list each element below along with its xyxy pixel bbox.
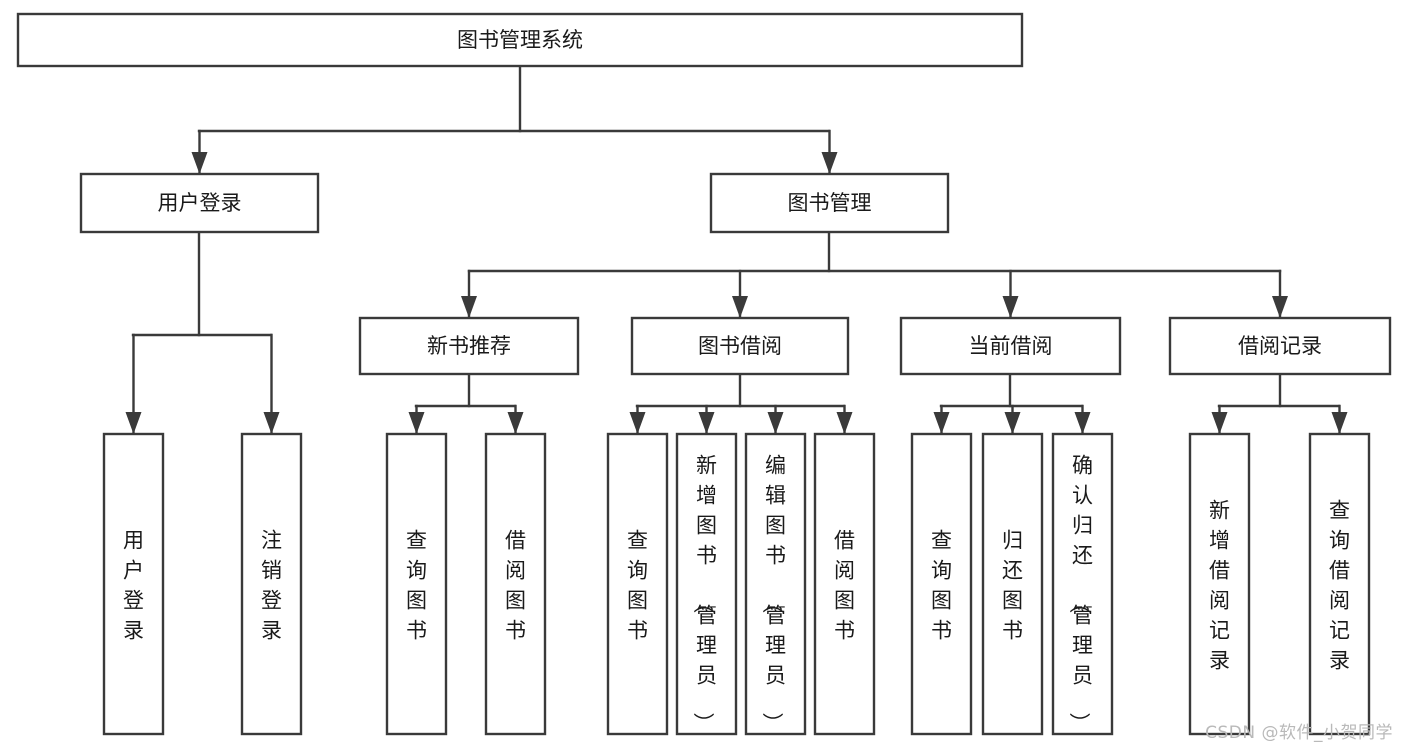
edge-current-borrow-to-leaf-confirm	[1074, 404, 1091, 435]
connector-bus-book-mgmt	[467, 230, 1282, 273]
edge-new-book-rec-to-leaf-query-1	[408, 404, 425, 435]
edge-borrow-record-to-leaf-add-rec	[1211, 404, 1228, 435]
node-user-login[interactable]: 用户登录	[79, 172, 320, 234]
node-label: 新书推荐	[427, 334, 511, 358]
connector-bus-user-login	[131, 230, 273, 337]
node-leaf-add-book[interactable]: 新增图书（管理员）	[675, 432, 738, 736]
edge-book-mgmt-to-current-borrow	[1002, 269, 1019, 319]
node-label: 编辑图书（管理员）	[760, 453, 786, 733]
node-label: 图书借阅	[698, 334, 782, 358]
edge-book-borrow-to-leaf-query-2	[629, 404, 646, 435]
edge-borrow-record-to-leaf-query-rec	[1331, 404, 1348, 435]
node-leaf-add-rec[interactable]: 新增借阅记录	[1188, 432, 1251, 736]
edge-book-borrow-to-leaf-add-book	[698, 404, 715, 435]
edge-user-login-to-leaf-logout	[263, 333, 280, 435]
node-label: 图书管理	[788, 191, 872, 215]
connector-bus-book-borrow	[635, 372, 846, 408]
node-leaf-borrow-1[interactable]: 借阅图书	[484, 432, 547, 736]
node-new-book-rec[interactable]: 新书推荐	[358, 316, 580, 376]
edge-book-mgmt-to-borrow-record	[1272, 269, 1288, 319]
edge-root-to-book-mgmt	[821, 129, 838, 175]
node-label: 新增借阅记录	[1209, 498, 1230, 672]
node-root[interactable]: 图书管理系统	[16, 12, 1024, 68]
edge-book-borrow-to-leaf-edit-book	[767, 404, 784, 435]
edge-user-login-to-leaf-login	[125, 333, 142, 435]
nodes-layer: 图书管理系统用户登录图书管理新书推荐图书借阅当前借阅借阅记录用户登录注销登录查询…	[16, 12, 1392, 736]
node-label: 确认归还（管理员）	[1067, 453, 1093, 733]
node-leaf-query-rec[interactable]: 查询借阅记录	[1308, 432, 1371, 736]
node-current-borrow[interactable]: 当前借阅	[899, 316, 1122, 376]
node-label: 新增图书（管理员）	[691, 453, 717, 733]
node-label: 查询借阅记录	[1329, 498, 1350, 672]
node-leaf-confirm[interactable]: 确认归还（管理员）	[1051, 432, 1114, 736]
edge-book-mgmt-to-book-borrow	[732, 269, 748, 319]
edge-new-book-rec-to-leaf-borrow-1	[507, 404, 524, 435]
connector-bus-borrow-record	[1217, 372, 1341, 408]
node-leaf-logout[interactable]: 注销登录	[240, 432, 303, 736]
edge-current-borrow-to-leaf-query-3	[933, 404, 950, 435]
edge-book-mgmt-to-new-book-rec	[461, 269, 477, 319]
connector-bus-current-borrow	[939, 372, 1084, 408]
node-label: 查询图书	[627, 528, 648, 642]
node-label: 查询图书	[931, 528, 952, 642]
edge-root-to-user-login	[191, 129, 208, 175]
node-label: 用户登录	[123, 528, 144, 642]
node-leaf-query-2[interactable]: 查询图书	[606, 432, 669, 736]
node-label: 图书管理系统	[457, 28, 583, 52]
connectors-layer	[125, 64, 1348, 435]
node-label: 借阅图书	[834, 528, 855, 642]
node-book-borrow[interactable]: 图书借阅	[630, 316, 850, 376]
node-label: 用户登录	[158, 191, 242, 215]
node-leaf-edit-book[interactable]: 编辑图书（管理员）	[744, 432, 807, 736]
edge-book-borrow-to-leaf-borrow-2	[836, 404, 853, 435]
node-leaf-login[interactable]: 用户登录	[102, 432, 165, 736]
node-label: 注销登录	[261, 528, 282, 642]
connector-bus-new-book-rec	[414, 372, 517, 408]
node-label: 查询图书	[406, 528, 427, 642]
node-leaf-return[interactable]: 归还图书	[981, 432, 1044, 736]
node-borrow-record[interactable]: 借阅记录	[1168, 316, 1392, 376]
edge-current-borrow-to-leaf-return	[1004, 404, 1021, 435]
node-leaf-query-1[interactable]: 查询图书	[385, 432, 448, 736]
node-label: 借阅图书	[505, 528, 526, 642]
node-leaf-query-3[interactable]: 查询图书	[910, 432, 973, 736]
node-leaf-borrow-2[interactable]: 借阅图书	[813, 432, 876, 736]
node-label: 借阅记录	[1238, 334, 1322, 358]
node-label: 当前借阅	[969, 334, 1053, 358]
node-label: 归还图书	[1002, 528, 1023, 642]
node-book-mgmt[interactable]: 图书管理	[709, 172, 950, 234]
connector-bus-root	[197, 64, 831, 133]
